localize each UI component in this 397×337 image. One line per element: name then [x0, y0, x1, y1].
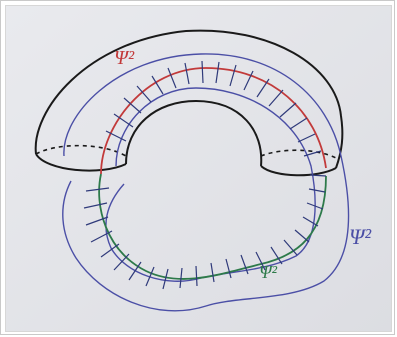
label-red-psi: Ψ² — [114, 47, 135, 69]
diagram-canvas: Ψ² Ψ² Ψ² — [6, 6, 392, 332]
label-green-psi: Ψ² — [259, 262, 278, 282]
hand-drawn-diagram: Ψ² Ψ² Ψ² — [5, 5, 392, 332]
label-blue-psi: Ψ² — [349, 224, 371, 249]
